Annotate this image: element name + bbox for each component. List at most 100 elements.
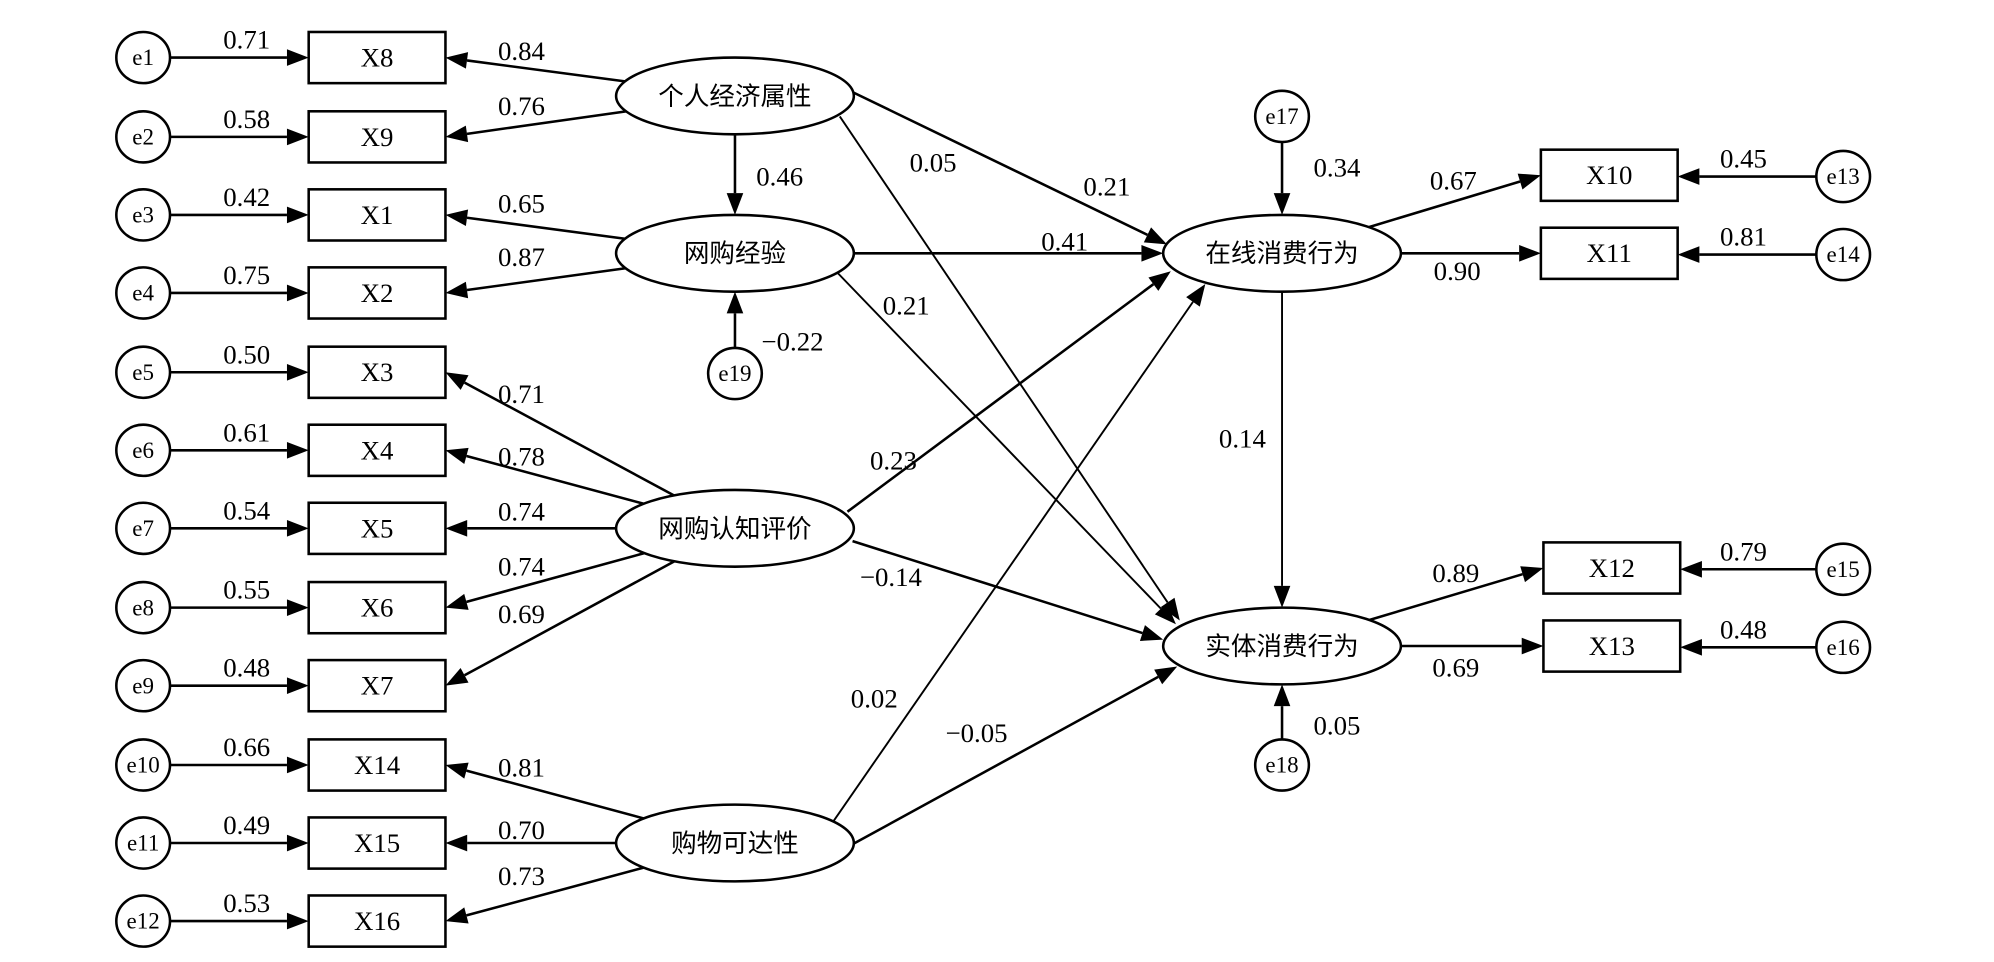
error-node-e6: e6 [115, 423, 172, 478]
latent-ellipse [614, 56, 856, 136]
path-coefficient-f2-y1: 0.41 [1041, 227, 1088, 257]
error-path-e2-arrowhead [286, 128, 309, 146]
error-path-e16-arrowhead [1680, 638, 1702, 656]
disturbance-path-e19 [726, 291, 744, 348]
loading-label-x4: 0.78 [498, 442, 545, 472]
loading-path-x9 [445, 110, 627, 143]
disturbance-node-e17: e17 [1253, 89, 1311, 144]
loading-path-x16-arrowhead [445, 907, 469, 924]
error-path-e7 [170, 520, 309, 537]
observed-box [307, 423, 447, 478]
error-path-e8 [170, 599, 309, 616]
observed-label: X13 [1589, 631, 1635, 661]
error-label: e4 [132, 280, 154, 306]
disturbance-label-e19: −0.22 [761, 327, 823, 357]
error-path-e1-arrowhead [286, 49, 309, 66]
error-label: e12 [127, 908, 160, 934]
error-path-e4 [170, 284, 309, 302]
error-label: e6 [132, 437, 154, 463]
observed-node-x6: X6 [307, 580, 447, 635]
loading-path-x6-arrowhead [445, 593, 469, 610]
structural-path-f1-y1 [852, 90, 1168, 245]
loading-path-x7-line [463, 560, 675, 677]
error-label: e16 [1827, 634, 1860, 660]
loading-path-x16-line [466, 866, 645, 917]
latent-label: 实体消费行为 [1205, 632, 1358, 662]
error-label: e13 [1827, 163, 1860, 189]
path-coefficient-f1-f2: 0.46 [756, 161, 803, 191]
loading-path-x9-line [466, 110, 627, 136]
observed-label: X10 [1586, 160, 1632, 190]
error-path-e15 [1680, 560, 1817, 578]
observed-label: X8 [361, 43, 394, 73]
observed-box [307, 580, 447, 635]
loading-path-x7-arrowhead [445, 667, 469, 686]
loading-path-x13-arrowhead [1521, 637, 1544, 655]
structural-path-f2-y2 [836, 271, 1176, 625]
observed-node-x14: X14 [307, 738, 447, 792]
observed-node-x2: X2 [307, 266, 447, 320]
error-circle [115, 658, 172, 713]
loading-label-x16: 0.73 [498, 861, 545, 891]
error-path-e5 [170, 363, 309, 381]
error-label: e10 [127, 752, 160, 778]
loading-path-x3-line [463, 381, 675, 497]
error-loading-label: 0.54 [223, 495, 270, 525]
error-node-e9: e9 [115, 658, 172, 713]
error-path-e7-arrowhead [286, 520, 309, 537]
structural-path-f1-y2-arrowhead [1160, 597, 1180, 621]
structural-path-f4-y1 [832, 283, 1206, 822]
error-path-e14-arrowhead [1677, 246, 1700, 263]
error-circle [115, 423, 172, 478]
error-label: e17 [1265, 103, 1298, 129]
error-node-e14: e14 [1815, 227, 1872, 282]
disturbance-path-e18 [1273, 684, 1291, 740]
error-loading-label: 0.71 [223, 25, 270, 55]
latent-ellipse [614, 213, 856, 293]
loading-path-x10-line [1368, 180, 1521, 229]
observed-label: X6 [361, 593, 394, 623]
loading-label-x2: 0.87 [498, 242, 545, 272]
error-circle [115, 110, 172, 164]
loading-path-x1 [445, 209, 626, 240]
loading-path-x15-arrowhead [445, 834, 468, 852]
error-circle [1815, 149, 1872, 204]
error-label: e5 [132, 359, 154, 385]
error-label: e11 [127, 830, 159, 856]
observed-label: X12 [1589, 553, 1635, 583]
observed-node-x8: X8 [307, 30, 447, 85]
loading-label-x7: 0.69 [498, 599, 545, 629]
error-path-e14 [1677, 246, 1817, 263]
error-path-e13 [1677, 168, 1817, 185]
error-circle [115, 816, 172, 870]
path-coefficient-f1-y1: 0.21 [1083, 172, 1130, 202]
observed-node-x12: X12 [1542, 541, 1682, 595]
error-label: e19 [718, 360, 751, 386]
observed-label: X9 [361, 122, 394, 152]
error-loading-label: 0.81 [1720, 222, 1767, 252]
error-node-e2: e2 [115, 110, 172, 164]
path-coefficient-f3-y1: 0.23 [870, 445, 917, 475]
disturbance-node-e19: e19 [706, 346, 764, 401]
structural-path-f4-y1-arrowhead [1186, 283, 1206, 307]
observed-box [307, 738, 447, 792]
structural-path-f1-y2 [838, 115, 1180, 621]
loading-label-x9: 0.76 [498, 91, 545, 121]
latent-node-y1: 在线消费行为 [1161, 213, 1403, 293]
structural-path-y1-y2 [1273, 291, 1291, 608]
loading-label-x15: 0.70 [498, 815, 545, 845]
observed-box [307, 894, 447, 948]
loading-label-x3: 0.71 [498, 379, 545, 409]
path-coefficient-f2-y2: 0.21 [883, 291, 930, 321]
latent-node-f4: 购物可达性 [614, 803, 856, 883]
latent-ellipse [614, 803, 856, 883]
loading-path-x6 [445, 551, 645, 610]
path-coefficient-f1-y2: 0.05 [910, 147, 957, 177]
error-loading-label: 0.61 [223, 417, 270, 447]
disturbance-label-e18: 0.05 [1314, 710, 1361, 740]
error-path-e13-arrowhead [1677, 168, 1700, 185]
observed-label: X1 [361, 200, 394, 230]
disturbance-label-e17: 0.34 [1314, 153, 1361, 183]
latent-node-f3: 网购认知评价 [614, 488, 856, 568]
